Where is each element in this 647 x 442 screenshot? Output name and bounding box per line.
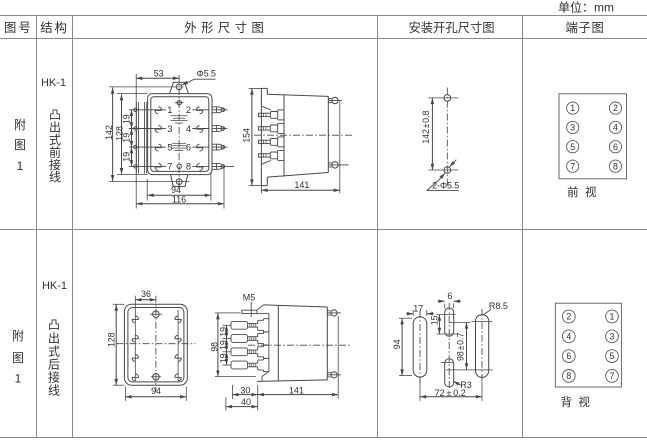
svg-text:53: 53 (154, 68, 164, 78)
svg-text:图号: 图号 (4, 21, 33, 35)
svg-text:附: 附 (12, 329, 24, 343)
svg-text:前: 前 (49, 144, 61, 159)
svg-text:6: 6 (447, 291, 452, 301)
svg-text:7: 7 (167, 162, 172, 172)
svg-text:接: 接 (48, 370, 60, 385)
svg-text:2-Φ5.5: 2-Φ5.5 (432, 180, 459, 190)
svg-text:141: 141 (294, 180, 309, 190)
svg-text:72 ± 0.2: 72 ± 0.2 (435, 388, 466, 398)
svg-text:30: 30 (240, 385, 250, 395)
svg-text:5: 5 (610, 351, 615, 361)
svg-text:附: 附 (14, 118, 26, 132)
svg-text:M5: M5 (243, 293, 256, 303)
svg-text:3: 3 (167, 124, 172, 134)
svg-text:98 ± 0.7: 98 ± 0.7 (456, 333, 466, 361)
svg-text:线: 线 (49, 170, 61, 184)
svg-text:141: 141 (289, 385, 304, 395)
svg-text:R3: R3 (460, 380, 472, 390)
svg-text:5: 5 (570, 142, 575, 152)
svg-text:94: 94 (151, 386, 161, 396)
svg-text:7: 7 (610, 371, 615, 381)
svg-text:图: 图 (12, 351, 24, 365)
svg-text:线: 线 (48, 384, 60, 398)
svg-text:94: 94 (171, 185, 181, 195)
svg-text:后: 后 (48, 358, 60, 372)
svg-text:端子图: 端子图 (565, 21, 604, 35)
svg-text:5: 5 (167, 142, 172, 152)
svg-text:Φ5.5: Φ5.5 (197, 68, 216, 78)
svg-text:6: 6 (613, 142, 618, 152)
svg-text:2: 2 (186, 105, 191, 115)
svg-text:接: 接 (49, 157, 61, 172)
svg-text:94: 94 (392, 339, 402, 349)
svg-text:式: 式 (48, 344, 60, 358)
svg-text:HK-1: HK-1 (41, 77, 66, 89)
svg-text:36: 36 (141, 289, 151, 299)
svg-text:19: 19 (218, 340, 228, 350)
svg-text:128: 128 (115, 126, 125, 141)
svg-text:图: 图 (14, 138, 26, 152)
svg-text:19: 19 (122, 114, 132, 124)
svg-text:出: 出 (49, 121, 61, 135)
svg-text:4: 4 (566, 331, 571, 341)
svg-text:4: 4 (613, 122, 618, 132)
svg-text:4: 4 (186, 124, 191, 134)
svg-text:8: 8 (566, 371, 571, 381)
svg-text:出: 出 (48, 331, 60, 345)
svg-text:前: 前 (567, 185, 579, 199)
svg-text:19: 19 (122, 152, 132, 162)
svg-text:单位：mm: 单位：mm (558, 0, 614, 14)
svg-text:142 ± 0.8: 142 ± 0.8 (421, 110, 431, 143)
svg-text:15: 15 (430, 315, 440, 325)
svg-text:19: 19 (122, 133, 132, 143)
svg-text:视: 视 (585, 185, 597, 199)
svg-text:外形尺寸图: 外形尺寸图 (184, 21, 268, 35)
svg-text:1: 1 (15, 372, 22, 386)
svg-text:142: 142 (104, 125, 114, 140)
svg-text:17: 17 (413, 304, 423, 314)
svg-text:凸: 凸 (49, 108, 61, 122)
svg-text:98: 98 (209, 342, 219, 352)
svg-text:6: 6 (186, 142, 191, 152)
svg-text:R8.5: R8.5 (489, 301, 508, 311)
svg-text:背: 背 (560, 395, 572, 409)
svg-text:2: 2 (613, 103, 618, 113)
svg-text:式: 式 (49, 133, 61, 147)
svg-text:1: 1 (167, 105, 172, 115)
svg-text:2: 2 (566, 312, 571, 322)
svg-text:116: 116 (172, 194, 186, 204)
svg-text:HK-1: HK-1 (42, 280, 67, 292)
svg-text:3: 3 (570, 122, 575, 132)
svg-text:凸: 凸 (48, 318, 60, 332)
svg-text:1: 1 (570, 103, 575, 113)
svg-text:6: 6 (566, 351, 571, 361)
svg-text:结构: 结构 (40, 20, 69, 35)
svg-text:安装开孔尺寸图: 安装开孔尺寸图 (408, 20, 494, 35)
svg-text:8: 8 (186, 162, 191, 172)
svg-text:19: 19 (218, 353, 228, 363)
svg-text:128: 128 (107, 332, 117, 347)
svg-text:40: 40 (241, 397, 251, 407)
svg-text:1: 1 (17, 159, 24, 173)
svg-text:视: 视 (578, 395, 590, 409)
svg-text:8: 8 (613, 161, 618, 171)
svg-text:7: 7 (570, 161, 575, 171)
svg-text:3: 3 (610, 331, 615, 341)
svg-text:154: 154 (242, 128, 252, 143)
svg-text:19: 19 (218, 327, 228, 337)
svg-text:1: 1 (610, 312, 615, 322)
